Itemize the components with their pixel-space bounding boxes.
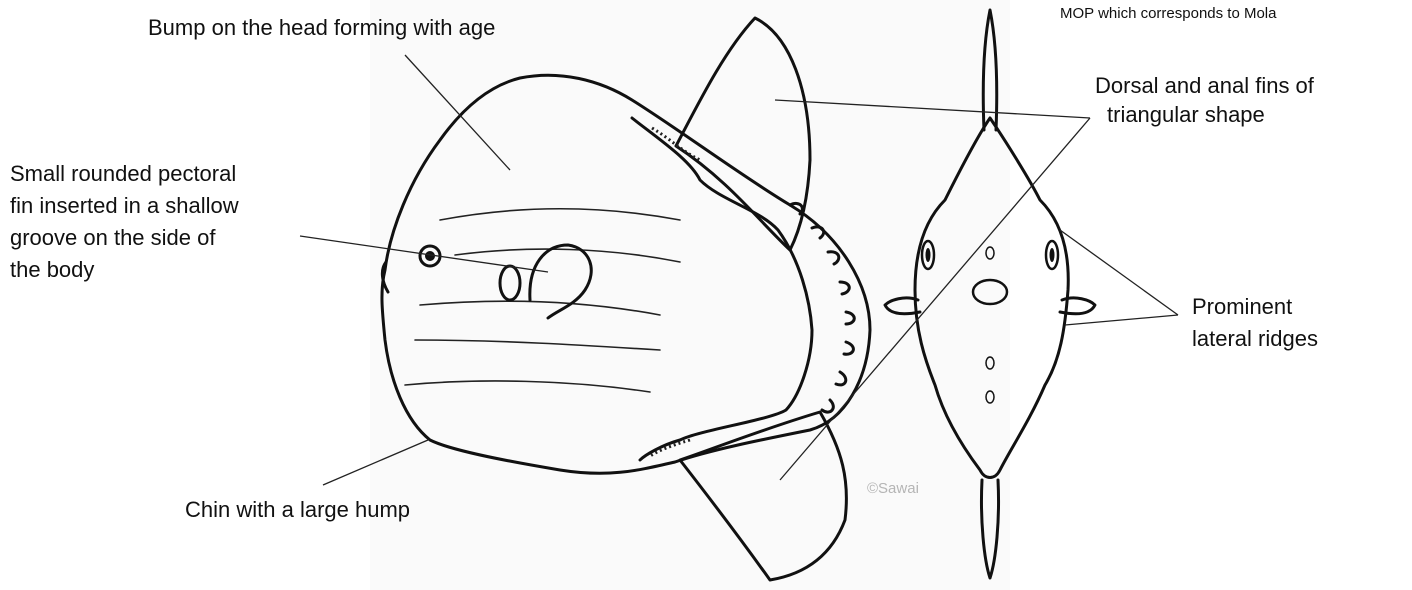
label-dorsal-line-1: Dorsal and anal fins of	[1095, 72, 1314, 100]
label-pectoral-line-4: the body	[10, 256, 94, 284]
label-chin: Chin with a large hump	[185, 496, 410, 524]
leader-ridge-upper	[1060, 230, 1178, 315]
top-view-pupil-right	[1050, 248, 1055, 262]
label-dorsal-line-2: triangular shape	[1107, 101, 1265, 129]
label-pectoral-line-1: Small rounded pectoral	[10, 160, 236, 188]
top-view-pupil-left	[926, 248, 931, 262]
credit-watermark: ©Sawai	[867, 475, 919, 503]
label-mop-note: MOP which corresponds to Mola	[1060, 5, 1276, 23]
label-pectoral-line-2: fin inserted in a shallow	[10, 192, 239, 220]
leader-ridge-lower	[1065, 315, 1178, 325]
label-bump: Bump on the head forming with age	[148, 14, 495, 42]
label-pectoral-line-3: groove on the side of	[10, 224, 215, 252]
label-ridges-line-1: Prominent	[1192, 293, 1292, 321]
label-ridges-line-2: lateral ridges	[1192, 325, 1318, 353]
